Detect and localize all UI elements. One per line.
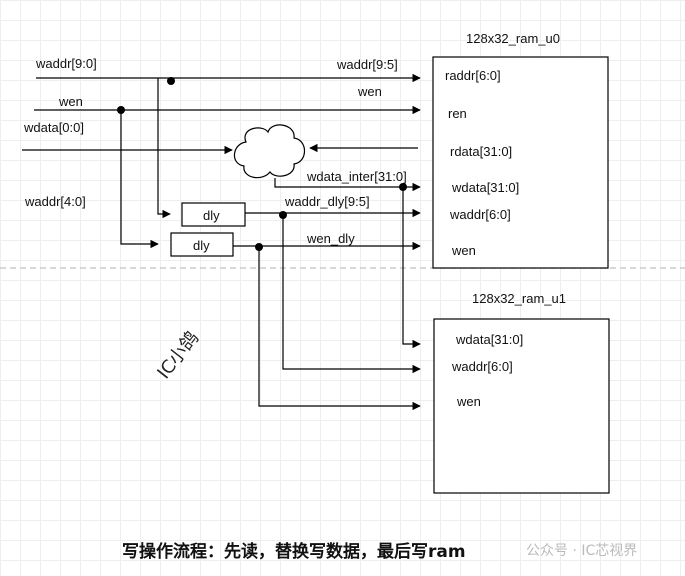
wire-wen-dly-to-u1	[258, 246, 421, 411]
ram-u1-port-waddr: waddr[6:0]	[451, 359, 513, 374]
ram-u1-block	[433, 318, 610, 494]
caption: 写操作流程：先读，替换写数据，最后写ram	[122, 541, 466, 562]
input-waddr-low-label: waddr[4:0]	[24, 194, 86, 209]
ram-u1-port-wen: wen	[456, 394, 481, 409]
wire-waddr-dly-to-u1	[282, 213, 421, 374]
ram-u1-name: 128x32_ram_u1	[472, 291, 566, 306]
wire-wen-label: wen	[357, 84, 382, 99]
junction-wdata-inter	[399, 183, 407, 191]
ram-u0-port-rdata: rdata[31:0]	[450, 144, 512, 159]
dly-block-2	[170, 232, 234, 257]
ram-u0-block	[432, 56, 609, 269]
wire-waddr-dly-label: waddr_dly[9:5]	[284, 194, 370, 209]
dly-block-1	[181, 202, 246, 227]
ram-u1-port-wdata: wdata[31:0]	[455, 332, 523, 347]
wire-wdata-inter-to-u1	[402, 187, 421, 349]
ram-u0-name: 128x32_ram_u0	[466, 31, 560, 46]
wire-waddr-9-5-label: waddr[9:5]	[336, 57, 398, 72]
wire-wdata-inter-to-u0	[274, 178, 421, 192]
ram-u0-port-raddr: raddr[6:0]	[445, 68, 501, 83]
dly-block-2-label: dly	[193, 238, 210, 253]
wire-waddr-to-dly1	[157, 78, 171, 219]
wire-wdata-inter-label: wdata_inter[31:0]	[306, 169, 407, 184]
watermark: 公众号 · IC芯视界	[526, 543, 637, 559]
ram-u0-port-ren: ren	[448, 106, 467, 121]
junction-waddr-dly	[279, 211, 287, 219]
ram-u0-port-wdata: wdata[31:0]	[451, 180, 519, 195]
input-wen-label: wen	[58, 94, 83, 109]
junction-waddr	[167, 77, 175, 85]
dly-block-1-label: dly	[203, 208, 220, 223]
merge-cloud	[233, 124, 306, 179]
wire-wen-to-dly2	[120, 110, 159, 249]
wire-wen-dly-label: wen_dly	[306, 231, 355, 246]
input-waddr-label: waddr[9:0]	[35, 56, 97, 71]
junction-wen-dly	[255, 243, 263, 251]
ram-u0-port-waddr: waddr[6:0]	[449, 207, 511, 222]
ram-u0-port-wen: wen	[451, 243, 476, 258]
author-label: IC小鸽	[153, 328, 203, 383]
input-wdata-label: wdata[0:0]	[23, 120, 84, 135]
junction-wen	[117, 106, 125, 114]
